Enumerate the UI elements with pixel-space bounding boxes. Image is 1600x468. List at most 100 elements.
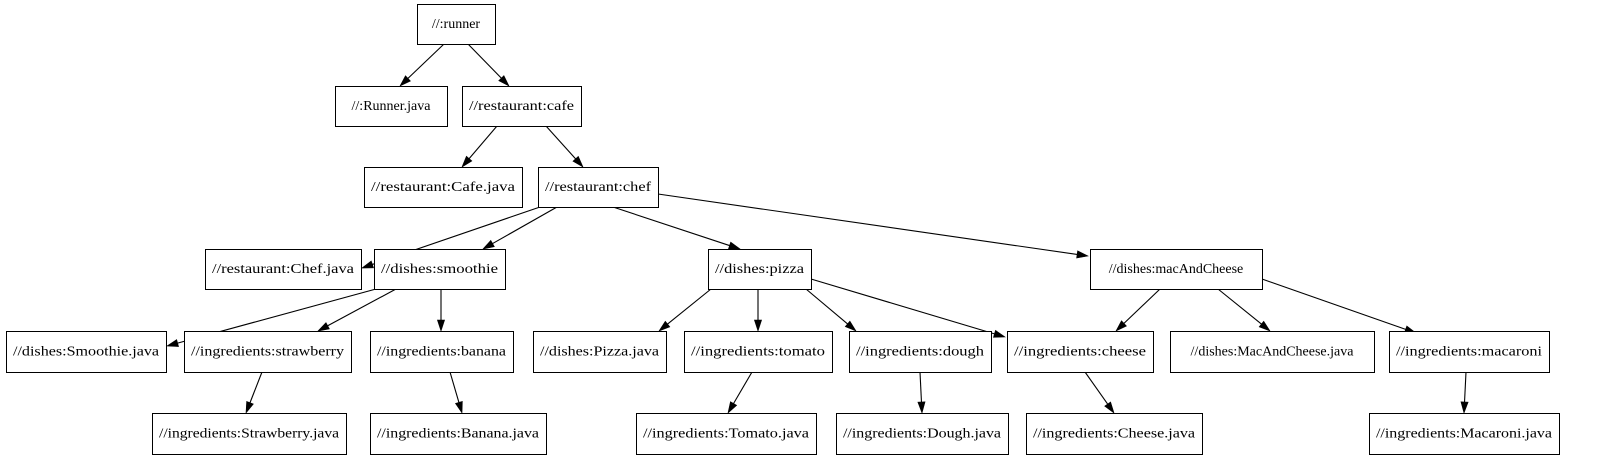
graph-edge-line — [1217, 288, 1262, 325]
graph-node-box[interactable] — [205, 249, 362, 290]
graph-node-chef_java[interactable]: //restaurant:Chef.java — [205, 249, 362, 290]
graph-edge-arrowhead — [1258, 320, 1271, 332]
graph-node-box[interactable] — [6, 331, 167, 373]
graph-node-chef[interactable]: //restaurant:chef — [538, 167, 659, 208]
graph-node-box[interactable] — [836, 413, 1009, 455]
graph-node-box[interactable] — [1007, 331, 1154, 373]
graph-node-cheese[interactable]: //ingredients:cheese — [1007, 331, 1154, 373]
graph-edge — [482, 206, 558, 250]
graph-node-label: //ingredients:Cheese.java — [1033, 427, 1196, 442]
graph-edge — [1261, 278, 1417, 334]
graph-node-box[interactable] — [1389, 331, 1550, 373]
graph-node-macandcheese[interactable]: //dishes:macAndCheese — [1090, 249, 1263, 290]
graph-node-box[interactable] — [1369, 413, 1560, 455]
graph-node-strawberry[interactable]: //ingredients:strawberry — [184, 331, 352, 373]
graph-node-box[interactable] — [849, 331, 992, 373]
graph-node-label: //restaurant:Chef.java — [212, 262, 355, 277]
graph-edge-arrowhead — [361, 260, 374, 269]
graph-node-runner_java[interactable]: //:Runner.java — [335, 86, 448, 127]
graph-edge-line — [467, 43, 502, 79]
graph-node-tomato_java[interactable]: //ingredients:Tomato.java — [636, 413, 817, 455]
graph-node-box[interactable] — [374, 249, 506, 290]
graph-node-box[interactable] — [462, 86, 582, 127]
graph-edge — [917, 371, 926, 414]
graph-edge-arrowhead — [399, 75, 411, 87]
graph-node-smoothie_java[interactable]: //dishes:Smoothie.java — [6, 331, 167, 373]
graph-node-pizza_java[interactable]: //dishes:Pizza.java — [533, 331, 667, 373]
graph-node-box[interactable] — [684, 331, 833, 373]
graph-edge-arrowhead — [461, 155, 473, 168]
graph-node-label: //ingredients:strawberry — [191, 345, 344, 360]
graph-node-box[interactable] — [364, 167, 523, 208]
graph-node-box[interactable] — [636, 413, 817, 455]
graph-node-box[interactable] — [533, 331, 667, 373]
graph-edge-arrowhead — [1115, 320, 1127, 332]
graph-edge-line — [919, 371, 923, 403]
graph-edge-arrowhead — [844, 320, 857, 332]
graph-node-box[interactable] — [370, 413, 547, 455]
graph-node-box[interactable] — [417, 4, 496, 45]
graph-node-box[interactable] — [370, 331, 514, 373]
graph-node-strawberry_java[interactable]: //ingredients:Strawberry.java — [152, 413, 347, 455]
graph-edge-line — [805, 288, 848, 325]
graph-edge-arrowhead — [1460, 401, 1469, 414]
graph-node-box[interactable] — [538, 167, 659, 208]
graph-edge — [1084, 371, 1115, 414]
graph-edge-line — [657, 193, 1078, 255]
graph-edge — [658, 288, 712, 332]
graph-edge — [449, 371, 463, 414]
graph-edge-arrowhead — [166, 339, 179, 347]
graph-edge — [1217, 288, 1271, 332]
graph-node-cheese_java[interactable]: //ingredients:Cheese.java — [1026, 413, 1203, 455]
graph-edge — [753, 289, 763, 332]
graph-edge-arrowhead — [917, 401, 926, 414]
graph-node-box[interactable] — [1026, 413, 1203, 455]
graph-edge-line — [545, 125, 577, 160]
graph-edge-line — [492, 206, 558, 245]
graph-edge-line — [468, 125, 498, 159]
graph-edge — [727, 371, 753, 414]
graph-edge-arrowhead — [728, 241, 741, 250]
graph-node-label: //dishes:Smoothie.java — [13, 345, 160, 360]
graph-node-label: //ingredients:Macaroni.java — [1376, 427, 1553, 442]
graph-node-box[interactable] — [335, 86, 448, 127]
graph-edge — [436, 289, 446, 332]
graph-edge — [545, 125, 584, 168]
graph-edge-arrowhead — [993, 329, 1006, 338]
graph-edge — [612, 206, 741, 250]
graph-edge-arrowhead — [454, 401, 463, 414]
graph-node-box[interactable] — [184, 331, 352, 373]
graph-node-label: //ingredients:macaroni — [1396, 345, 1542, 360]
graph-node-pizza[interactable]: //dishes:pizza — [708, 249, 812, 290]
graph-node-macaroni[interactable]: //ingredients:macaroni — [1389, 331, 1550, 373]
graph-node-box[interactable] — [1170, 331, 1375, 373]
graph-edge-line — [327, 288, 397, 327]
graph-node-banana[interactable]: //ingredients:banana — [370, 331, 514, 373]
graph-node-smoothie[interactable]: //dishes:smoothie — [374, 249, 506, 290]
graph-edge-line — [810, 278, 995, 335]
graph-edge — [1115, 288, 1161, 332]
graph-node-macandcheese_java[interactable]: //dishes:MacAndCheese.java — [1170, 331, 1375, 373]
graph-edge-arrowhead — [727, 401, 738, 414]
graph-node-box[interactable] — [708, 249, 812, 290]
graph-node-cafe[interactable]: //restaurant:cafe — [462, 86, 582, 127]
graph-edge-arrowhead — [658, 320, 671, 332]
graph-edge-line — [1084, 371, 1109, 405]
graph-edge — [805, 288, 857, 332]
graph-edge-line — [1123, 288, 1161, 324]
graph-node-label: //ingredients:cheese — [1014, 345, 1146, 360]
graph-node-runner[interactable]: //:runner — [417, 4, 496, 45]
graph-edge — [317, 288, 397, 332]
graph-node-dough[interactable]: //ingredients:dough — [849, 331, 992, 373]
graph-node-label: //dishes:pizza — [715, 262, 805, 277]
graph-node-macaroni_java[interactable]: //ingredients:Macaroni.java — [1369, 413, 1560, 455]
graph-node-tomato[interactable]: //ingredients:tomato — [684, 331, 833, 373]
graph-node-box[interactable] — [1090, 249, 1263, 290]
graph-node-banana_java[interactable]: //ingredients:Banana.java — [370, 413, 547, 455]
graph-edge-line — [449, 371, 460, 403]
graph-node-dough_java[interactable]: //ingredients:Dough.java — [836, 413, 1009, 455]
graph-node-box[interactable] — [152, 413, 347, 455]
graph-node-cafe_java[interactable]: //restaurant:Cafe.java — [364, 167, 523, 208]
